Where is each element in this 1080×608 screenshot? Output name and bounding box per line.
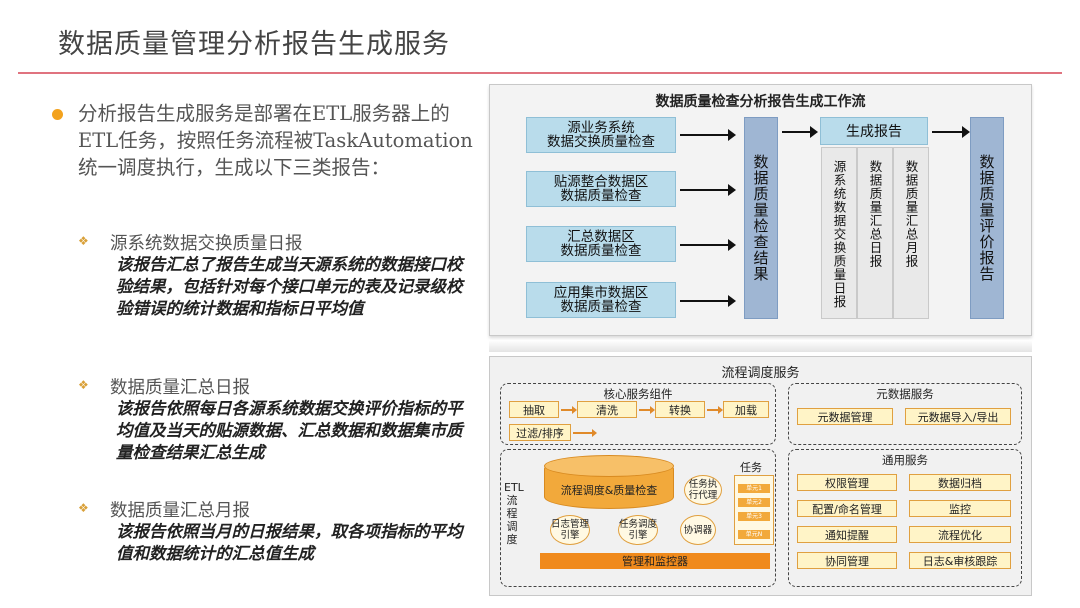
task-agent-node: 任务执行代理 (684, 475, 722, 505)
service-title: 流程调度服务 (721, 366, 800, 381)
step-load: 加载 (723, 401, 769, 418)
arrow-right-icon (680, 239, 736, 251)
source-box-line2: 数据交换质量检查 (547, 134, 655, 150)
report-column-summary-daily: 数据质量汇总日报 (857, 147, 893, 319)
metadata-import-export-box: 元数据导入/导出 (905, 408, 1011, 425)
report-item-desc: 该报告依照当月的日报结果，取各项指标的平均值和数据统计的汇总值生成 (116, 522, 463, 563)
arrow-right-icon (680, 184, 736, 196)
etl-scheduling-group (500, 449, 776, 587)
page-title: 数据质量管理分析报告生成服务 (58, 29, 450, 60)
task-unit-stack: 单元1 单元2 单元3 单元N (734, 475, 774, 545)
common-service-item: 权限管理 (797, 474, 897, 491)
quality-evaluation-column: 数据质量评价报告 (970, 117, 1004, 319)
title-divider (18, 72, 1062, 74)
metadata-service-label: 元数据服务 (876, 387, 934, 401)
report-column-label: 数据质量汇总月报 (903, 160, 919, 268)
report-item-desc: 该报告汇总了报告生成当天源系统的数据接口校验结果，包括针对每个接口单元的表及记录… (116, 255, 463, 318)
engine-label: 流程调度&质量检查 (560, 484, 658, 497)
core-components-label: 核心服务组件 (603, 387, 673, 401)
arrow-right-icon (680, 295, 736, 307)
core-components-group: 核心服务组件 抽取 清洗 转换 加载 过滤/排序 (500, 383, 776, 445)
management-monitor-bar: 管理和监控器 (540, 553, 770, 569)
common-services-group: 通用服务 权限管理 数据归档 配置/命名管理 监控 通知提醒 流程优化 协同管理… (788, 449, 1022, 587)
coordinator-node: 协调器 (680, 515, 716, 545)
report-column-label: 源系统数据交换质量日报 (831, 160, 847, 309)
arrow-right-icon (707, 406, 723, 414)
log-engine-node: 日志管理引擎 (550, 515, 590, 545)
task-unit: 单元N (738, 530, 770, 539)
source-box-line1: 贴源整合数据区 (553, 174, 649, 190)
source-box-business-system: 源业务系统 数据交换质量检查 (526, 117, 676, 153)
task-unit: 单元1 (738, 484, 770, 493)
source-box-line1: 源业务系统 (567, 120, 635, 136)
report-item-title: 数据质量汇总日报 (110, 378, 250, 398)
diamond-bullet-icon: ❖ (78, 501, 89, 515)
task-engine-node: 任务调度引擎 (618, 515, 658, 545)
bullet-dot-icon (52, 109, 63, 120)
source-box-summary-area: 汇总数据区 数据质量检查 (526, 226, 676, 262)
arrow-right-icon (782, 126, 818, 138)
common-service-item: 数据归档 (909, 474, 1011, 491)
common-service-item: 配置/命名管理 (797, 500, 897, 517)
source-box-line1: 汇总数据区 (567, 229, 635, 245)
task-unit: 单元3 (738, 512, 770, 521)
metadata-service-group: 元数据服务 元数据管理 元数据导入/导出 (788, 383, 1022, 445)
source-box-line1: 应用集市数据区 (553, 285, 649, 301)
report-column-exchange-daily: 源系统数据交换质量日报 (821, 147, 857, 319)
step-extract: 抽取 (509, 401, 559, 418)
check-result-label: 数据质量检查结果 (751, 154, 770, 282)
step-clean: 清洗 (577, 401, 637, 418)
report-item-title: 数据质量汇总月报 (110, 501, 250, 521)
step-filter-sort: 过滤/排序 (509, 424, 571, 441)
arrow-right-icon (573, 429, 597, 437)
metadata-management-box: 元数据管理 (797, 408, 893, 425)
arrow-right-icon (932, 126, 970, 138)
source-box-line2: 数据质量检查 (560, 243, 642, 259)
common-service-item: 监控 (909, 500, 1011, 517)
source-box-mart-area: 应用集市数据区 数据质量检查 (526, 282, 676, 318)
check-result-column: 数据质量检查结果 (744, 117, 778, 319)
arrow-right-icon (680, 129, 736, 141)
diamond-bullet-icon: ❖ (78, 378, 89, 392)
main-bullet-text: 分析报告生成服务是部署在ETL服务器上的ETL任务，按照任务流程被TaskAut… (78, 102, 473, 179)
common-service-item: 协同管理 (797, 552, 897, 569)
report-column-summary-monthly: 数据质量汇总月报 (893, 147, 929, 319)
workflow-title: 数据质量检查分析报告生成工作流 (655, 94, 866, 110)
common-service-item: 日志&审核跟踪 (909, 552, 1011, 569)
source-box-staging-area: 贴源整合数据区 数据质量检查 (526, 171, 676, 207)
common-service-item: 通知提醒 (797, 526, 897, 543)
report-column-label: 数据质量汇总日报 (867, 160, 883, 268)
task-unit: 单元2 (738, 498, 770, 507)
arrow-right-icon (561, 406, 577, 414)
workflow-diagram: 数据质量检查分析报告生成工作流 源业务系统 数据交换质量检查 贴源整合数据区 数… (489, 84, 1032, 336)
task-label: 任务 (740, 461, 762, 474)
diagram-separator (489, 340, 1032, 352)
arrow-right-icon (639, 406, 655, 414)
source-box-line2: 数据质量检查 (560, 188, 642, 204)
quality-evaluation-label: 数据质量评价报告 (977, 154, 996, 282)
generate-report-header: 生成报告 (820, 117, 928, 145)
source-box-line2: 数据质量检查 (560, 299, 642, 315)
step-transform: 转换 (655, 401, 705, 418)
etl-vertical-label: ETL流程调度 (504, 481, 524, 546)
common-service-item: 流程优化 (909, 526, 1011, 543)
common-services-label: 通用服务 (882, 453, 928, 467)
scheduling-service-diagram: 流程调度服务 核心服务组件 抽取 清洗 转换 加载 过滤/排序 元数据服务 元数… (489, 356, 1032, 596)
database-top (544, 455, 674, 477)
diamond-bullet-icon: ❖ (78, 234, 89, 248)
report-item-title: 源系统数据交换质量日报 (110, 234, 303, 254)
report-item-desc: 该报告依照每日各源系统数据交换评价指标的平均值及当天的贴源数据、汇总数据和数据集… (116, 399, 463, 462)
